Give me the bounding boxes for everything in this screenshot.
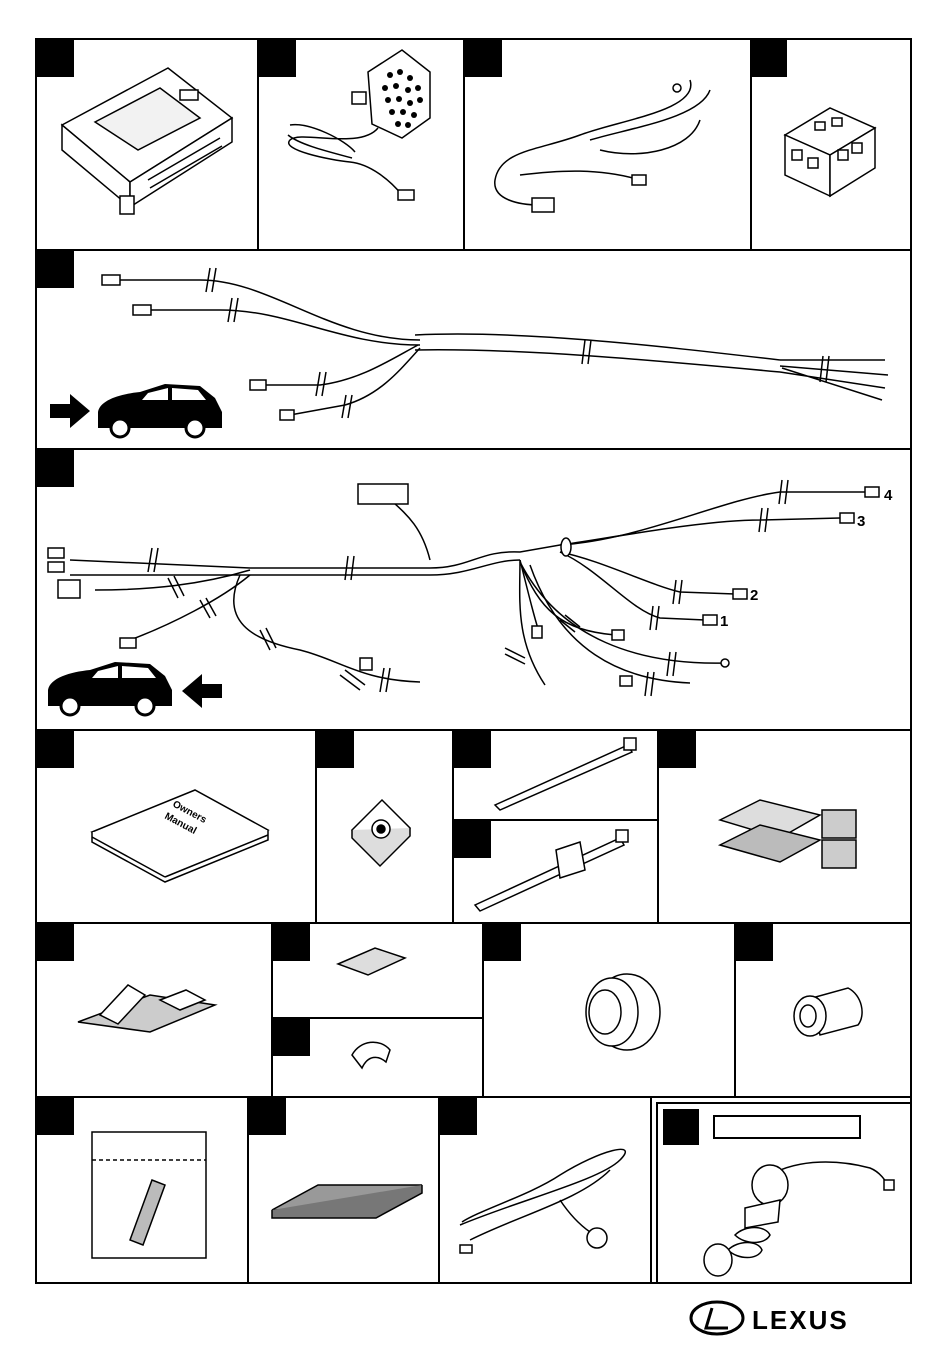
item-tab: [453, 820, 491, 858]
foam-pad-illustration: [272, 1185, 422, 1218]
item-tab: [464, 39, 502, 77]
item-tab: [248, 1097, 286, 1135]
wire-label-2: 2: [750, 587, 758, 604]
item-tab: [735, 923, 773, 961]
item-tab: [272, 923, 310, 961]
adhesive-patch-illustration: [338, 948, 405, 975]
item-tab: [36, 250, 74, 288]
item-tab: [36, 449, 74, 487]
cleaning-pad-packet-illustration: [92, 1132, 206, 1258]
grid-lines: [36, 39, 911, 1283]
lexus-logo-icon: [691, 1302, 743, 1334]
item-tab: [36, 1097, 74, 1135]
grommet-small-illustration: [794, 988, 862, 1036]
front-harness-illustration: [102, 268, 888, 420]
wire-clip-illustration: [352, 1042, 390, 1068]
item-tab: [258, 39, 296, 77]
double-sided-tape-illustration: [78, 985, 215, 1032]
cable-tie-clip-illustration: [475, 830, 628, 911]
sensor-switch-illustration: [704, 1162, 894, 1276]
brand-wordmark: LEXUS: [752, 1305, 849, 1335]
item-tab: [316, 730, 354, 768]
sub-harness-illustration: [495, 80, 710, 212]
cable-tie-illustration: [495, 738, 636, 810]
item-tab: [36, 730, 74, 768]
control-unit-illustration: [62, 68, 232, 214]
arrow-right-icon: [50, 394, 90, 428]
item-tab: [439, 1097, 477, 1135]
cable-tie-mount-illustration: [352, 800, 410, 866]
item-tab: [36, 39, 74, 77]
part-label-box: [714, 1116, 860, 1138]
item-tab: [36, 923, 74, 961]
arrow-left-icon: [182, 674, 222, 708]
item-tab: [658, 730, 696, 768]
item-tab: [483, 923, 521, 961]
wire-label-1: 1: [720, 613, 728, 630]
item-tab: [663, 1109, 699, 1145]
velcro-pads-illustration: [720, 800, 856, 868]
wire-label-3: 3: [857, 513, 865, 530]
grommet-large-illustration: [586, 974, 660, 1050]
car-icon: [48, 662, 172, 715]
led-indicator-harness-illustration: [460, 1149, 625, 1253]
item-tab: [272, 1018, 310, 1056]
connector-block-illustration: [785, 108, 875, 196]
item-tab: [453, 730, 491, 768]
item-tab: [751, 39, 787, 77]
car-icon: [98, 384, 222, 437]
siren-illustration: [288, 50, 430, 200]
wire-label-4: 4: [884, 487, 893, 504]
